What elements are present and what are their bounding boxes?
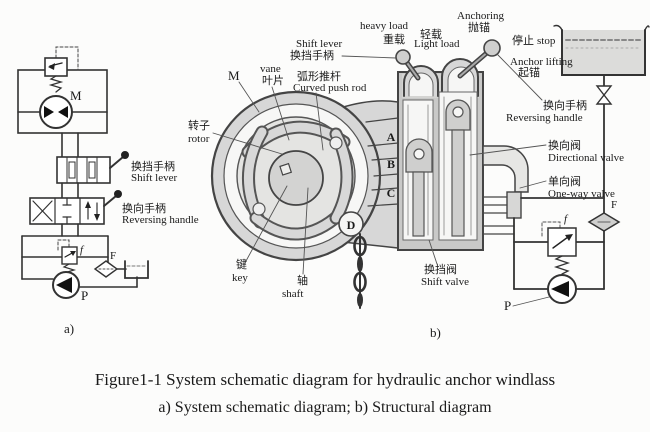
reversing-handle-label-en-b: Reversing handle: [506, 112, 583, 124]
reversing-handle-label-en: Reversing handle: [122, 214, 199, 226]
curved-push-rod-label-en: Curved push rod: [293, 82, 367, 94]
shift-lever-handle: [395, 49, 421, 81]
port-channels: [365, 117, 399, 207]
anchor-chain: [353, 233, 367, 309]
tank-symbol: [124, 260, 149, 279]
vane-label-en: vane: [260, 63, 281, 75]
port-a-label: A: [387, 130, 396, 144]
lever: [103, 195, 117, 207]
vane-roller: [329, 136, 343, 150]
curved-push-rod-label-zh: 弧形推杆: [297, 69, 341, 83]
filter-symbol: [93, 260, 119, 278]
shaft-circle: [268, 150, 324, 206]
valve-block: [397, 58, 484, 251]
reversing-handle-label-zh-b: 换向手柄: [543, 98, 587, 112]
key-block: [279, 162, 293, 176]
knob: [395, 49, 411, 65]
shift-lever-label-en-b: Shift lever: [296, 38, 342, 50]
rotor-label-en: rotor: [188, 133, 210, 145]
directional-valve-label-en: Directional valve: [548, 152, 624, 164]
vane-motor-housing: [210, 90, 382, 262]
motor-symbol: [39, 95, 73, 129]
pump-symbol: [52, 271, 80, 299]
relief-valve-symbol-b: [541, 221, 577, 275]
one-way-valve-label-zh: 单向阀: [548, 174, 581, 188]
anchor-lifting-label-en: Anchor lifting: [510, 56, 573, 68]
light-load-label-zh: 轻载: [420, 27, 442, 41]
shift-lever-label-en: Shift lever: [131, 172, 177, 184]
filter-label-b: F: [611, 199, 617, 211]
reversing-handle: [457, 39, 501, 79]
pilot-line: [541, 221, 561, 239]
one-way-valve-stub: [506, 191, 522, 219]
key-label-en: key: [232, 272, 248, 284]
chain-wheel: [338, 211, 364, 237]
relief-valve-f-symbol: [57, 239, 78, 277]
block-side-channels: [482, 196, 515, 235]
stop-label-en: stop: [537, 35, 556, 47]
figure-subcaption: a) System schematic diagram; b) Structur…: [158, 399, 492, 416]
one-way-valve-label-en: One-way valve: [548, 188, 615, 200]
rotor-label-zh: 转子: [188, 118, 210, 132]
relief-valve-symbol: [44, 46, 79, 93]
pump-label-b: P: [504, 298, 511, 313]
reversing-handle-label-zh: 换向手柄: [122, 201, 166, 215]
anchoring-label-en: Anchoring: [457, 10, 505, 22]
shift-valve-symbol: [56, 151, 129, 184]
pilot-f-label: f: [80, 244, 85, 256]
port-d-label: D: [347, 218, 356, 232]
anchoring-label-zh: 抛锚: [468, 20, 490, 34]
reversing-spool: [445, 99, 471, 237]
light-load-label-en: Light load: [414, 38, 460, 50]
spring: [553, 255, 571, 275]
diagram-a: M: [17, 46, 199, 336]
shaft-label-en: shaft: [282, 288, 303, 300]
subfigure-a-caption: a): [64, 321, 74, 336]
motor-label: M: [70, 88, 82, 103]
subfigure-b-caption: b): [430, 325, 441, 340]
shaft-label-zh: 轴: [297, 273, 308, 287]
vane-label-zh: 叶片: [262, 74, 284, 87]
vanes: [241, 120, 354, 241]
filter-label: F: [110, 250, 116, 262]
piping: [513, 75, 605, 290]
motor-label-b: M: [228, 68, 240, 83]
spring: [48, 75, 64, 93]
leader-lines: [212, 53, 550, 307]
pilot-line: [57, 239, 70, 251]
reversing-valve-symbol: [29, 190, 122, 225]
knob: [483, 39, 501, 57]
shift-lever-label-zh: 换挡手柄: [131, 159, 175, 173]
heavy-load-label-zh: 重载: [383, 32, 405, 46]
anchor-lifting-label-zh: 起锚: [518, 65, 540, 79]
tank-symbol-b: [553, 24, 650, 76]
shift-spool: [405, 138, 433, 237]
port-c-label: C: [387, 186, 396, 200]
pilot-f-label-b: f: [564, 213, 569, 225]
shift-valve-label-zh: 换挡阀: [424, 262, 457, 276]
shift-lever-label-zh-b: 换挡手柄: [290, 48, 334, 62]
diagram-b: A B C D: [188, 10, 650, 340]
filter-symbol-b: [587, 212, 621, 232]
heavy-load-label-en: heavy load: [360, 20, 408, 32]
shutoff-valve-symbol: [595, 85, 613, 105]
stop-label-zh: 停止: [512, 33, 534, 47]
pump-label: P: [81, 288, 88, 303]
pilot-line: [55, 46, 79, 71]
lever-knob: [114, 190, 122, 198]
lever: [109, 156, 124, 169]
lever-knob: [121, 151, 129, 159]
directional-valve-label-zh: 换向阀: [548, 138, 581, 152]
diagram-canvas: M: [17, 10, 650, 340]
port-b-label: B: [387, 157, 395, 171]
figure-caption: Figure1-1 System schematic diagram for h…: [94, 370, 556, 389]
pump-symbol-b: [547, 274, 577, 304]
vane-roller: [252, 202, 266, 216]
one-way-valve-body: [482, 145, 529, 193]
shift-valve-label-en: Shift valve: [421, 276, 469, 288]
key-label-zh: 键: [236, 257, 247, 271]
